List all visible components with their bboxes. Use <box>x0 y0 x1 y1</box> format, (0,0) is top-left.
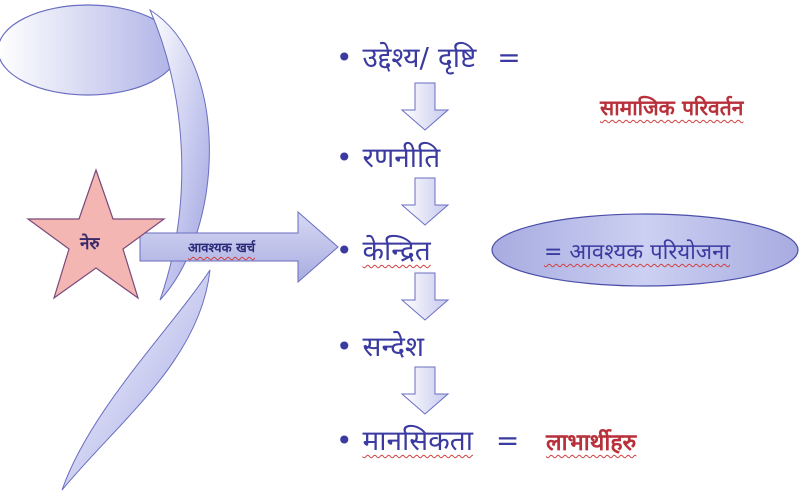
down-arrow-4 <box>400 366 450 415</box>
step-4: •सन्देश <box>336 330 425 363</box>
step-5: •मानसिकता = <box>336 424 520 457</box>
ellipse-label: = आवश्यक परियोजना <box>544 240 731 265</box>
star-shape <box>26 168 166 300</box>
step-1: •उद्देश्य/ दृष्टि = <box>336 41 521 74</box>
down-arrow-3 <box>400 272 450 321</box>
down-arrow-2 <box>400 177 450 226</box>
result-social-change: सामाजिक परिवर्तन <box>600 96 744 120</box>
down-arrow-1 <box>400 82 450 131</box>
right-arrow-shape <box>139 210 339 284</box>
arrow-label: आवश्यक खर्च <box>188 241 255 256</box>
step-2: •रणनीति <box>336 141 441 174</box>
step-3: •केन्द्रित <box>336 234 431 267</box>
decorative-ellipse-top <box>0 4 179 96</box>
result-beneficiaries: लाभार्थीहरु <box>546 430 637 456</box>
decorative-swoosh-lower <box>61 269 211 491</box>
star-label: नेरु <box>80 234 100 254</box>
decorative-swoosh-upper <box>148 8 210 301</box>
project-ellipse <box>491 213 799 287</box>
